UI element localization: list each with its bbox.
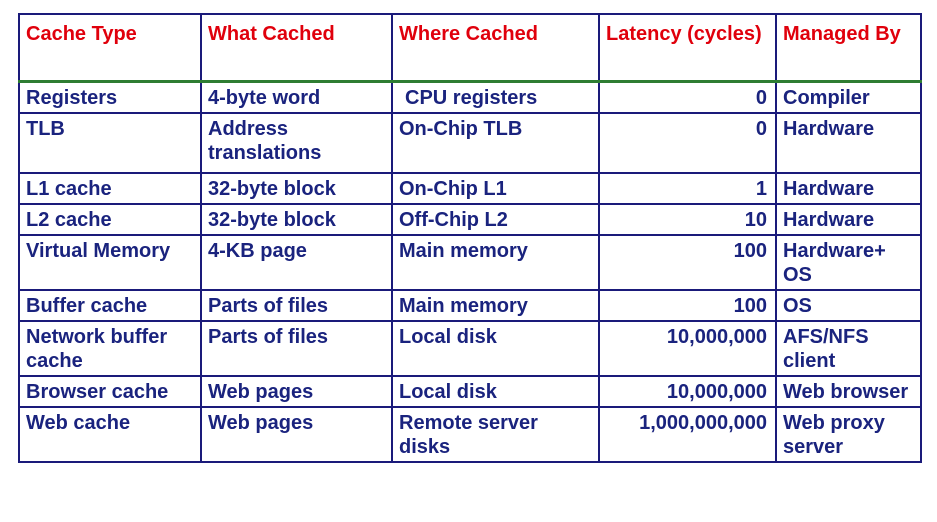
cell-where-cached: Main memory [391, 289, 600, 322]
cell-managed-by: Web browser [775, 375, 922, 408]
cell-cache-type: Virtual Memory [18, 234, 202, 291]
cell-cache-type: Network buffer cache [18, 320, 202, 377]
table-row: L1 cache 32-byte block On-Chip L1 1 Hard… [18, 172, 922, 205]
cell-where-cached: Local disk [391, 320, 600, 377]
cell-what-cached: Web pages [200, 375, 393, 408]
cell-what-cached: Parts of files [200, 320, 393, 377]
cell-where-cached: Off-Chip L2 [391, 203, 600, 236]
cell-latency: 10 [598, 203, 777, 236]
table-row: L2 cache 32-byte block Off-Chip L2 10 Ha… [18, 203, 922, 236]
cell-latency: 10,000,000 [598, 375, 777, 408]
cell-what-cached: 32-byte block [200, 203, 393, 236]
cell-cache-type: L1 cache [18, 172, 202, 205]
cell-cache-type: TLB [18, 112, 202, 174]
cell-where-cached: Remote server disks [391, 406, 600, 463]
cell-what-cached: Parts of files [200, 289, 393, 322]
cell-where-cached: On-Chip TLB [391, 112, 600, 174]
cell-what-cached: 4-byte word [200, 80, 393, 114]
cell-where-cached: Main memory [391, 234, 600, 291]
table-row: Web cache Web pages Remote server disks … [18, 406, 922, 463]
header-managed-by: Managed By [775, 13, 922, 83]
header-what-cached: What Cached [200, 13, 393, 83]
cell-cache-type: Registers [18, 80, 202, 114]
cell-managed-by: AFS/NFS client [775, 320, 922, 377]
cell-managed-by: Hardware+ OS [775, 234, 922, 291]
cell-what-cached: 32-byte block [200, 172, 393, 205]
header-latency: Latency (cycles) [598, 13, 777, 83]
cell-latency: 100 [598, 234, 777, 291]
cell-cache-type: Browser cache [18, 375, 202, 408]
table-row: Buffer cache Parts of files Main memory … [18, 289, 922, 322]
cell-where-cached: CPU registers [391, 80, 600, 114]
cell-cache-type: Web cache [18, 406, 202, 463]
cell-latency: 1,000,000,000 [598, 406, 777, 463]
cell-what-cached: Address translations [200, 112, 393, 174]
cell-latency: 10,000,000 [598, 320, 777, 377]
cell-managed-by: OS [775, 289, 922, 322]
table-row: Virtual Memory 4-KB page Main memory 100… [18, 234, 922, 291]
cell-managed-by: Compiler [775, 80, 922, 114]
cell-managed-by: Hardware [775, 203, 922, 236]
header-row: Cache Type What Cached Where Cached Late… [18, 13, 922, 83]
table-row: TLB Address translations On-Chip TLB 0 H… [18, 112, 922, 174]
header-where-cached: Where Cached [391, 13, 600, 83]
header-cache-type: Cache Type [18, 13, 202, 83]
cell-managed-by: Hardware [775, 112, 922, 174]
cell-latency: 0 [598, 80, 777, 114]
cell-latency: 0 [598, 112, 777, 174]
cell-managed-by: Hardware [775, 172, 922, 205]
cell-latency: 100 [598, 289, 777, 322]
table-row: Registers 4-byte word CPU registers 0 Co… [18, 80, 922, 114]
cell-managed-by: Web proxy server [775, 406, 922, 463]
cell-latency: 1 [598, 172, 777, 205]
cell-what-cached: Web pages [200, 406, 393, 463]
table-row: Network buffer cache Parts of files Loca… [18, 320, 922, 377]
table-row: Browser cache Web pages Local disk 10,00… [18, 375, 922, 408]
cell-where-cached: On-Chip L1 [391, 172, 600, 205]
cell-what-cached: 4-KB page [200, 234, 393, 291]
cell-cache-type: Buffer cache [18, 289, 202, 322]
cache-table: Cache Type What Cached Where Cached Late… [18, 13, 922, 463]
cell-where-cached: Local disk [391, 375, 600, 408]
cell-cache-type: L2 cache [18, 203, 202, 236]
